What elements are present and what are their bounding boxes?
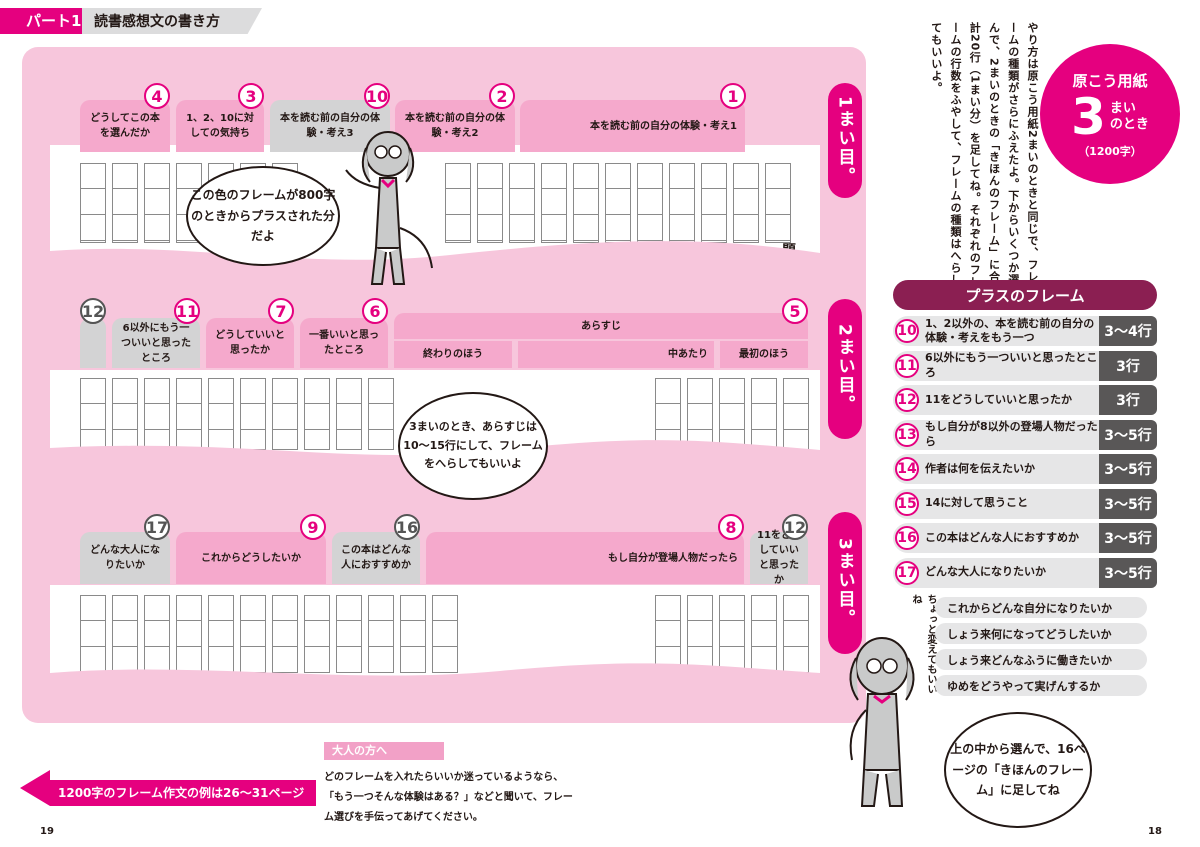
item-number: 12 <box>895 388 919 412</box>
frame-number: 9 <box>300 514 326 540</box>
plus-frame-item: 12 11をどうしていいと思ったか 3行 <box>893 385 1157 415</box>
speech-bubble: 3まいのとき、あらすじは10〜15行にして、フレームをへらしてもいいよ <box>398 392 548 500</box>
frame-12b: 11をどうしていいと思ったか <box>750 530 808 586</box>
speech-bubble: 上の中から選んで、16ページの「きほんのフレーム」に足してね <box>944 712 1092 828</box>
sheet-row-3 <box>50 585 820 690</box>
frame-number: 6 <box>362 298 388 324</box>
summary-start: 最初のほう <box>720 341 808 368</box>
frame-number: 12 <box>782 514 808 540</box>
adult-note-title: 大人の方へ <box>324 742 444 760</box>
alt-item: ゆめをどうやって実げんするか <box>935 675 1147 696</box>
badge-chars: （1200字） <box>1078 145 1142 158</box>
alt-item: しょう来何になってどうしたいか <box>935 623 1147 644</box>
frame-number: 5 <box>782 298 808 324</box>
frame-number: 11 <box>174 298 200 324</box>
badge-1200: 原こう用紙 3 まい のとき （1200字） <box>1040 44 1180 184</box>
frame-number: 17 <box>144 514 170 540</box>
speech-bubble: この色のフレームが800字のときからプラスされた分だよ <box>186 166 340 266</box>
frame-number: 8 <box>718 514 744 540</box>
item-number: 14 <box>895 457 919 481</box>
page-link-banner[interactable] <box>20 770 316 806</box>
frame-number: 7 <box>268 298 294 324</box>
page-link-text[interactable]: 1200字のフレーム作文の例は26〜31ページ <box>58 786 305 800</box>
intro-text: やり方は原こう用紙2まいのときと同じで、フレームの種類がさらにふえたよ。下からい… <box>929 22 1039 288</box>
item-text: 6以外にもう一ついいと思ったところ <box>925 351 1098 379</box>
badge-number: 3 <box>1071 88 1106 146</box>
row-label-1: 1まい目。 <box>828 83 862 198</box>
page-number-left: 19 <box>40 826 54 837</box>
frame-17: どんな大人になりたいか <box>80 532 170 584</box>
alt-note: ちょっと変えてもいいね <box>910 594 936 694</box>
alt-item: これからどんな自分になりたいか <box>935 597 1147 618</box>
item-text: どんな大人になりたいか <box>925 565 1046 579</box>
badge-unit: まい <box>1109 101 1136 117</box>
item-lines: 3〜5行 <box>1099 557 1157 588</box>
badge-title: 原こう用紙 <box>1072 72 1148 90</box>
item-text: 14に対して思うこと <box>925 496 1028 510</box>
plus-frame-item: 16 この本はどんな人におすすめか 3〜5行 <box>893 523 1157 553</box>
item-number: 13 <box>895 422 919 447</box>
page-title: 読書感想文の書き方 <box>82 8 262 34</box>
adult-note-text: どのフレームを入れたらいいか迷っているようなら、「もう一つそんな体験はある？」な… <box>324 772 573 823</box>
item-number: 10 <box>895 319 919 343</box>
item-lines: 3行 <box>1099 350 1157 381</box>
badge-when: のとき <box>1109 117 1149 132</box>
frame-number: 10 <box>364 83 390 109</box>
item-lines: 3〜5行 <box>1099 419 1157 450</box>
frame-2: 本を読む前の自分の体験・考え2 <box>395 100 515 152</box>
item-number: 17 <box>895 560 919 585</box>
plus-frame-title: プラスのフレーム <box>893 280 1157 310</box>
item-text: この本はどんな人におすすめか <box>925 530 1079 544</box>
alt-item: しょう来どんなふうに働きたいか <box>935 649 1147 670</box>
frame-9: これからどうしたいか <box>176 532 326 584</box>
wave-edge <box>50 241 820 281</box>
dog-illustration <box>849 637 915 807</box>
item-text: 11をどうしていいと思ったか <box>925 392 1072 406</box>
frame-6: 一番いいと思ったところ <box>300 318 388 368</box>
sheet-row-1: 題 <box>50 145 820 281</box>
wave-edge <box>50 663 820 690</box>
frame-5: あらすじ <box>394 313 808 339</box>
frame-12 <box>80 318 106 368</box>
frame-number: 4 <box>144 83 170 109</box>
item-lines: 3〜4行 <box>1099 316 1157 346</box>
frame-1: 本を読む前の自分の体験・考え1 <box>520 100 745 152</box>
frame-8: もし自分が登場人物だったら <box>426 532 744 584</box>
item-text: 作者は何を伝えたいか <box>925 461 1035 475</box>
dog-illustration <box>345 131 433 285</box>
frame-number: 12 <box>80 298 106 324</box>
item-text: もし自分が8以外の登場人物だったら <box>925 420 1098 448</box>
frame-number: 2 <box>489 83 515 109</box>
frame-number: 16 <box>394 514 420 540</box>
plus-frame-item: 17 どんな大人になりたいか 3〜5行 <box>893 557 1157 588</box>
frame-11: 6以外にもう一ついいと思ったところ <box>112 318 200 368</box>
item-lines: 3〜5行 <box>1099 523 1157 553</box>
frame-16: この本はどんな人におすすめか <box>332 532 420 584</box>
alt-list: これからどんな自分になりたいか しょう来何になってどうしたいか しょう来どんなふ… <box>935 597 1147 701</box>
item-text: 1、2以外の、本を読む前の自分の体験・考えをもう一つ <box>925 316 1095 344</box>
row-label-2: 2まい目。 <box>828 299 862 439</box>
part-label: パート1 <box>0 8 82 34</box>
page-number-right: 18 <box>1148 826 1162 837</box>
item-number: 11 <box>895 353 919 378</box>
frame-number: 3 <box>238 83 264 109</box>
item-number: 15 <box>895 491 919 516</box>
item-lines: 3行 <box>1099 385 1157 415</box>
frame-7: どうしていいと思ったか <box>206 318 294 368</box>
frame-number: 1 <box>720 83 746 109</box>
plus-frame-item: 15 14に対して思うこと 3〜5行 <box>893 488 1157 519</box>
item-lines: 3〜5行 <box>1099 488 1157 519</box>
item-number: 16 <box>895 526 919 550</box>
frame-10: 本を読む前の自分の体験・考え3 <box>270 100 390 152</box>
row-label-3: 3まい目。 <box>828 512 862 654</box>
plus-frame-item: 14 作者は何を伝えたいか 3〜5行 <box>893 454 1157 484</box>
summary-end: 終わりのほう <box>394 341 512 368</box>
summary-middle: 中あたり <box>518 341 714 368</box>
item-lines: 3〜5行 <box>1099 454 1157 484</box>
